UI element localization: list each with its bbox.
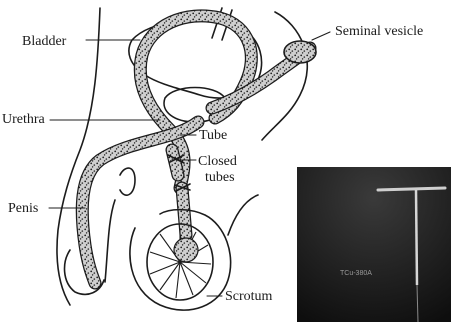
inset-photo: TCu-380A xyxy=(297,167,451,322)
label-bladder: Bladder xyxy=(22,34,67,49)
penis-underside xyxy=(105,200,115,282)
label-penis: Penis xyxy=(8,201,38,216)
upper-closed-tube-fill xyxy=(172,150,178,175)
seminal-vesicle-leader xyxy=(312,32,330,40)
label-scrotum: Scrotum xyxy=(225,289,273,304)
iud-crossbar xyxy=(378,188,445,190)
label-closed-tubes-line2: tubes xyxy=(205,170,235,185)
penis-lobe xyxy=(120,168,135,195)
label-closed-tubes-line1: Closed xyxy=(198,154,237,169)
label-tube: Tube xyxy=(199,128,227,143)
photo-caption: TCu-380A xyxy=(340,270,372,277)
label-seminal-vesicle: Seminal vesicle xyxy=(335,24,423,39)
iud-stem xyxy=(416,190,417,285)
seminal-vesicle-bulb xyxy=(284,41,316,63)
leg-outline xyxy=(228,195,258,235)
label-urethra: Urethra xyxy=(2,112,46,127)
lower-closed-tube-fill xyxy=(182,188,186,235)
testis-lobules xyxy=(150,228,211,298)
epididymis xyxy=(174,238,198,262)
